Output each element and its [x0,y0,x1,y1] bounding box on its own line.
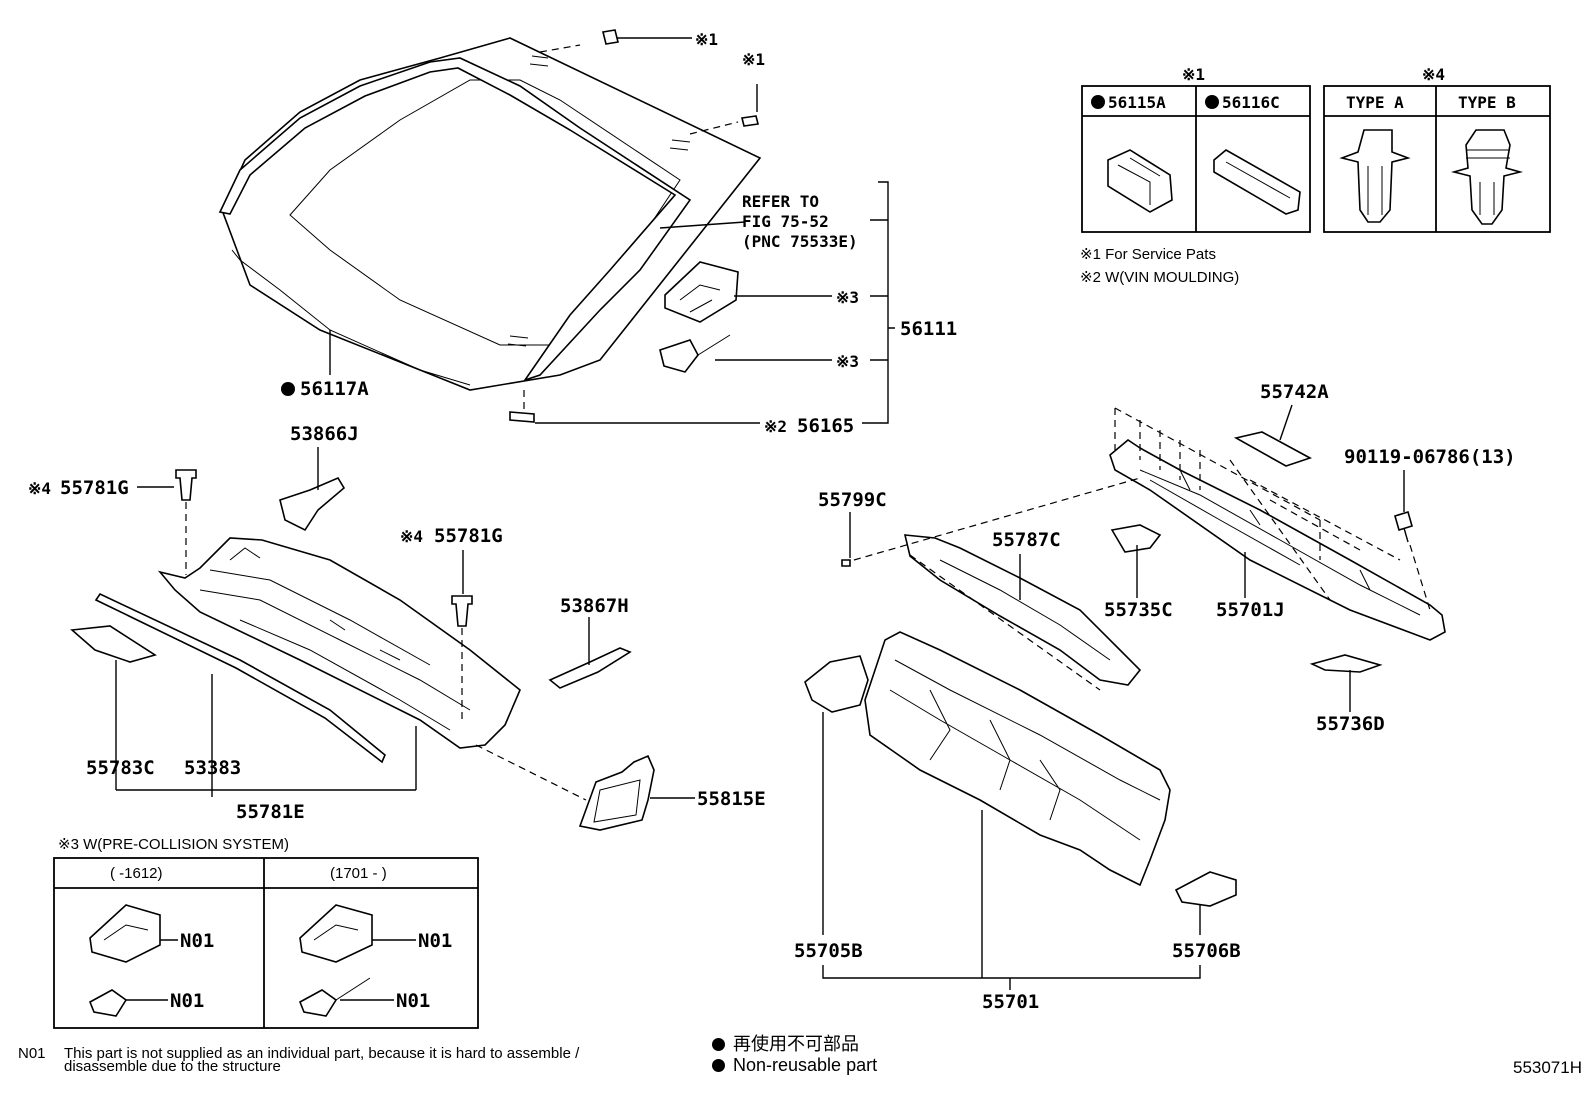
mark-3-upper: ※3 [836,288,859,307]
plug-55799C[interactable] [841,559,851,567]
label-55701: 55701 [982,991,1039,1013]
cover-after-icon [298,977,371,1017]
camera-bracket-upper[interactable] [664,261,739,323]
label-56117A: 56117A [300,378,369,400]
table-service-parts: ※1 56115A 56116C [1081,65,1311,233]
cowl-panel-55787C[interactable] [903,534,1142,686]
n01-text-line2: disassemble due to the structure [64,1058,281,1075]
bullet-icon [712,1038,725,1051]
table-3-col-after: (1701 - ) [330,865,387,882]
label-53866J: 53866J [290,423,359,445]
table-4-col-type-a: TYPE A [1346,93,1404,112]
pad-55742A[interactable] [1233,431,1313,467]
table-3-title: ※3 W(PRE-COLLISION SYSTEM) [58,836,289,853]
label-53867H: 53867H [560,595,629,617]
label-n01-after-lower: N01 [396,990,430,1012]
table-1-col-56116C: 56116C [1222,93,1280,112]
label-55706B: 55706B [1172,940,1241,962]
seal-53866J[interactable] [279,476,346,532]
legend-non-reusable-en: Non-reusable part [712,1055,877,1076]
service-clips[interactable] [507,29,759,423]
label-55781E: 55781E [236,801,305,823]
seal-53867H[interactable] [548,647,632,689]
bracket-55736D[interactable] [1309,654,1383,673]
cowl-seal-pad[interactable] [70,625,157,663]
cowl-seal[interactable] [94,592,386,764]
note-vin-moulding: ※2 W(VIN MOULDING) [1080,269,1239,286]
table-1-header: ※1 [1182,65,1205,84]
bracket-before-icon [89,904,161,963]
label-refer-line1: REFER TO [742,192,819,211]
clip-55781G-left[interactable] [175,469,197,575]
table-1-col-56115A: 56115A [1108,93,1166,112]
label-90119-06786: 90119-06786(13) [1344,446,1516,468]
clip-type-a-icon [1339,129,1411,223]
bracket-after-icon [299,904,373,963]
bullet-icon [712,1059,725,1072]
label-n01-before-upper: N01 [180,930,214,952]
table-3-col-before: ( -1612) [110,865,163,882]
label-55787C: 55787C [992,529,1061,551]
dash-panel-55701[interactable] [864,631,1171,887]
clip-55781G-right[interactable] [451,595,473,720]
label-n01-before-lower: N01 [170,990,204,1012]
mark-1-right: ※1 [742,50,765,69]
figure-id: 553071H [1512,1058,1582,1077]
label-55783C: 55783C [86,757,155,779]
windshield-moulding[interactable] [218,57,692,382]
clip-56115A-icon [1107,149,1173,213]
cowl-top-panel-55701J[interactable] [1109,439,1446,641]
clip-56116C-icon [1213,149,1301,215]
camera-bracket-lower[interactable] [659,334,731,373]
table-clip-types: ※4 TYPE A TYPE B [1323,65,1551,233]
table-4-header: ※4 [1422,65,1445,84]
bracket-55706B[interactable] [1174,871,1237,907]
bracket-55705B[interactable] [804,655,869,713]
bracket-55735C[interactable] [1110,524,1162,553]
label-55705B: 55705B [794,940,863,962]
n01-text-line1: This part is not supplied as an individu… [64,1045,580,1062]
label-55781G-left: 55781G [60,477,129,499]
table-pre-collision: ※3 W(PRE-COLLISION SYSTEM) ( -1612) (170… [53,836,479,1029]
mark-2: ※2 [764,417,787,436]
label-55701J: 55701J [1216,599,1285,621]
label-55736D: 55736D [1316,713,1385,735]
legend-non-reusable-jp: 再使用不可部品 [712,1030,859,1056]
label-55735C: 55735C [1104,599,1173,621]
label-refer-line3: (PNC 75533E) [742,232,858,251]
cowl-top-ventilator-louver[interactable] [157,537,521,749]
mark-4-right: ※4 [400,527,423,546]
cover-before-icon [88,989,128,1017]
label-55799C: 55799C [818,489,887,511]
bolt-90119[interactable] [1394,510,1431,611]
mark-3-lower: ※3 [836,352,859,371]
label-55742A: 55742A [1260,381,1329,403]
label-56111: 56111 [900,318,957,340]
windshield-glass[interactable] [221,37,762,391]
clip-type-b-icon [1450,129,1524,225]
label-n01-after-upper: N01 [418,930,452,952]
table-4-col-type-b: TYPE B [1458,93,1516,112]
label-55815E: 55815E [697,788,766,810]
label-refer-line2: FIG 75-52 [742,212,829,231]
label-53383: 53383 [184,757,241,779]
mark-4-left: ※4 [28,479,51,498]
label-55781G-right: 55781G [434,525,503,547]
n01-code: N01 [18,1045,46,1062]
note-service-parts: ※1 For Service Pats [1080,246,1216,263]
label-56165: 56165 [797,415,854,437]
cover-55815E[interactable] [578,754,655,831]
mark-1-top: ※1 [695,30,718,49]
